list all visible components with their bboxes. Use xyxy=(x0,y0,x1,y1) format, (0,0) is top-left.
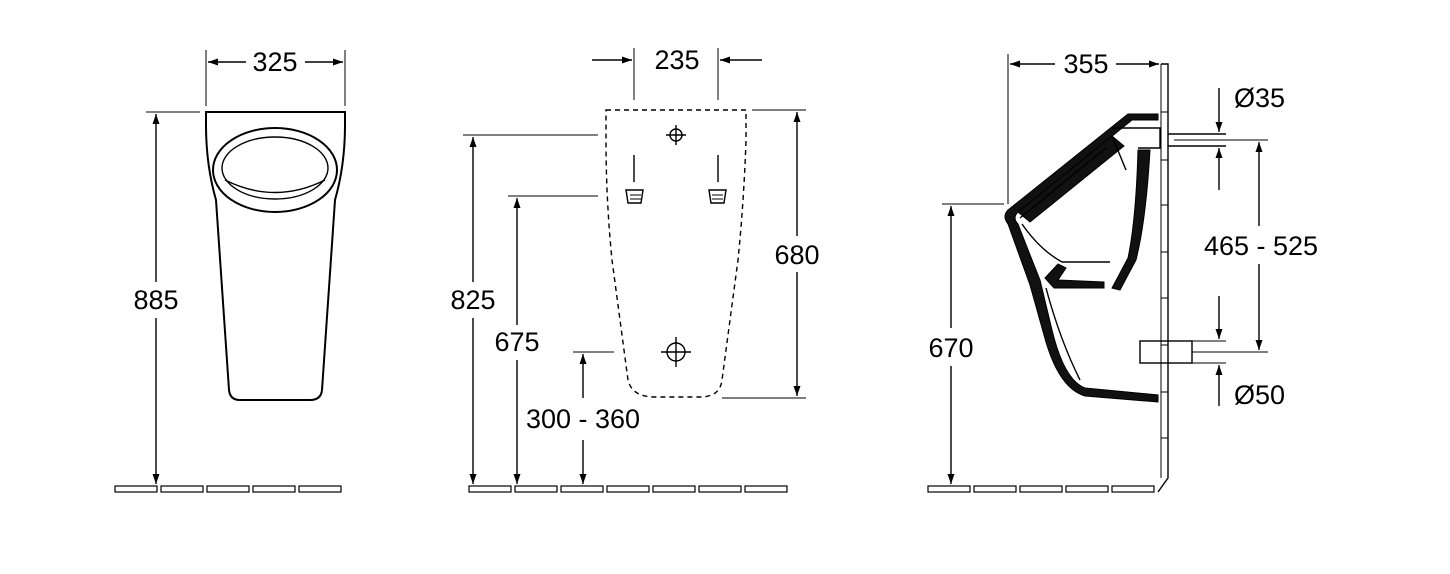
side-outlet-pipe xyxy=(1139,340,1226,364)
side-connection-distance-label: 465 - 525 xyxy=(1204,231,1318,261)
front-bowl-inner xyxy=(221,136,329,200)
side-floor xyxy=(927,485,1155,493)
front-urinal-outline xyxy=(205,111,346,401)
rear-bracket-left xyxy=(625,189,644,204)
side-view: 355 670 Ø35 Ø50 465 - 525 xyxy=(927,49,1318,493)
front-bowl-curve xyxy=(224,179,326,194)
front-view: 325 885 xyxy=(114,47,346,493)
front-floor xyxy=(114,485,342,493)
rear-view: 235 680 825 675 300 - 360 xyxy=(450,45,820,493)
rear-back-height-label: 680 xyxy=(774,240,819,270)
rear-total-height-label: 825 xyxy=(450,285,495,315)
rear-bracket-right xyxy=(708,189,727,204)
side-rim-height-label: 670 xyxy=(928,333,973,363)
front-bowl-outer xyxy=(212,127,338,213)
side-wall xyxy=(1157,63,1169,493)
rear-outlet-hole xyxy=(661,337,691,367)
side-inlet-pipe xyxy=(1168,133,1226,147)
rear-outline xyxy=(605,109,747,398)
side-depth-label: 355 xyxy=(1063,49,1108,79)
rear-inlet-height-label: 675 xyxy=(494,327,539,357)
rear-spacing-label: 235 xyxy=(654,45,699,75)
side-urinal-section xyxy=(1004,113,1161,403)
rear-floor xyxy=(468,485,788,493)
front-height-label: 885 xyxy=(133,285,178,315)
rear-top-hole xyxy=(666,125,686,145)
side-outlet-dia-label: Ø50 xyxy=(1234,380,1285,410)
side-inlet-dia-label: Ø35 xyxy=(1234,83,1285,113)
rear-outlet-height-label: 300 - 360 xyxy=(526,404,640,434)
front-width-label: 325 xyxy=(252,47,297,77)
